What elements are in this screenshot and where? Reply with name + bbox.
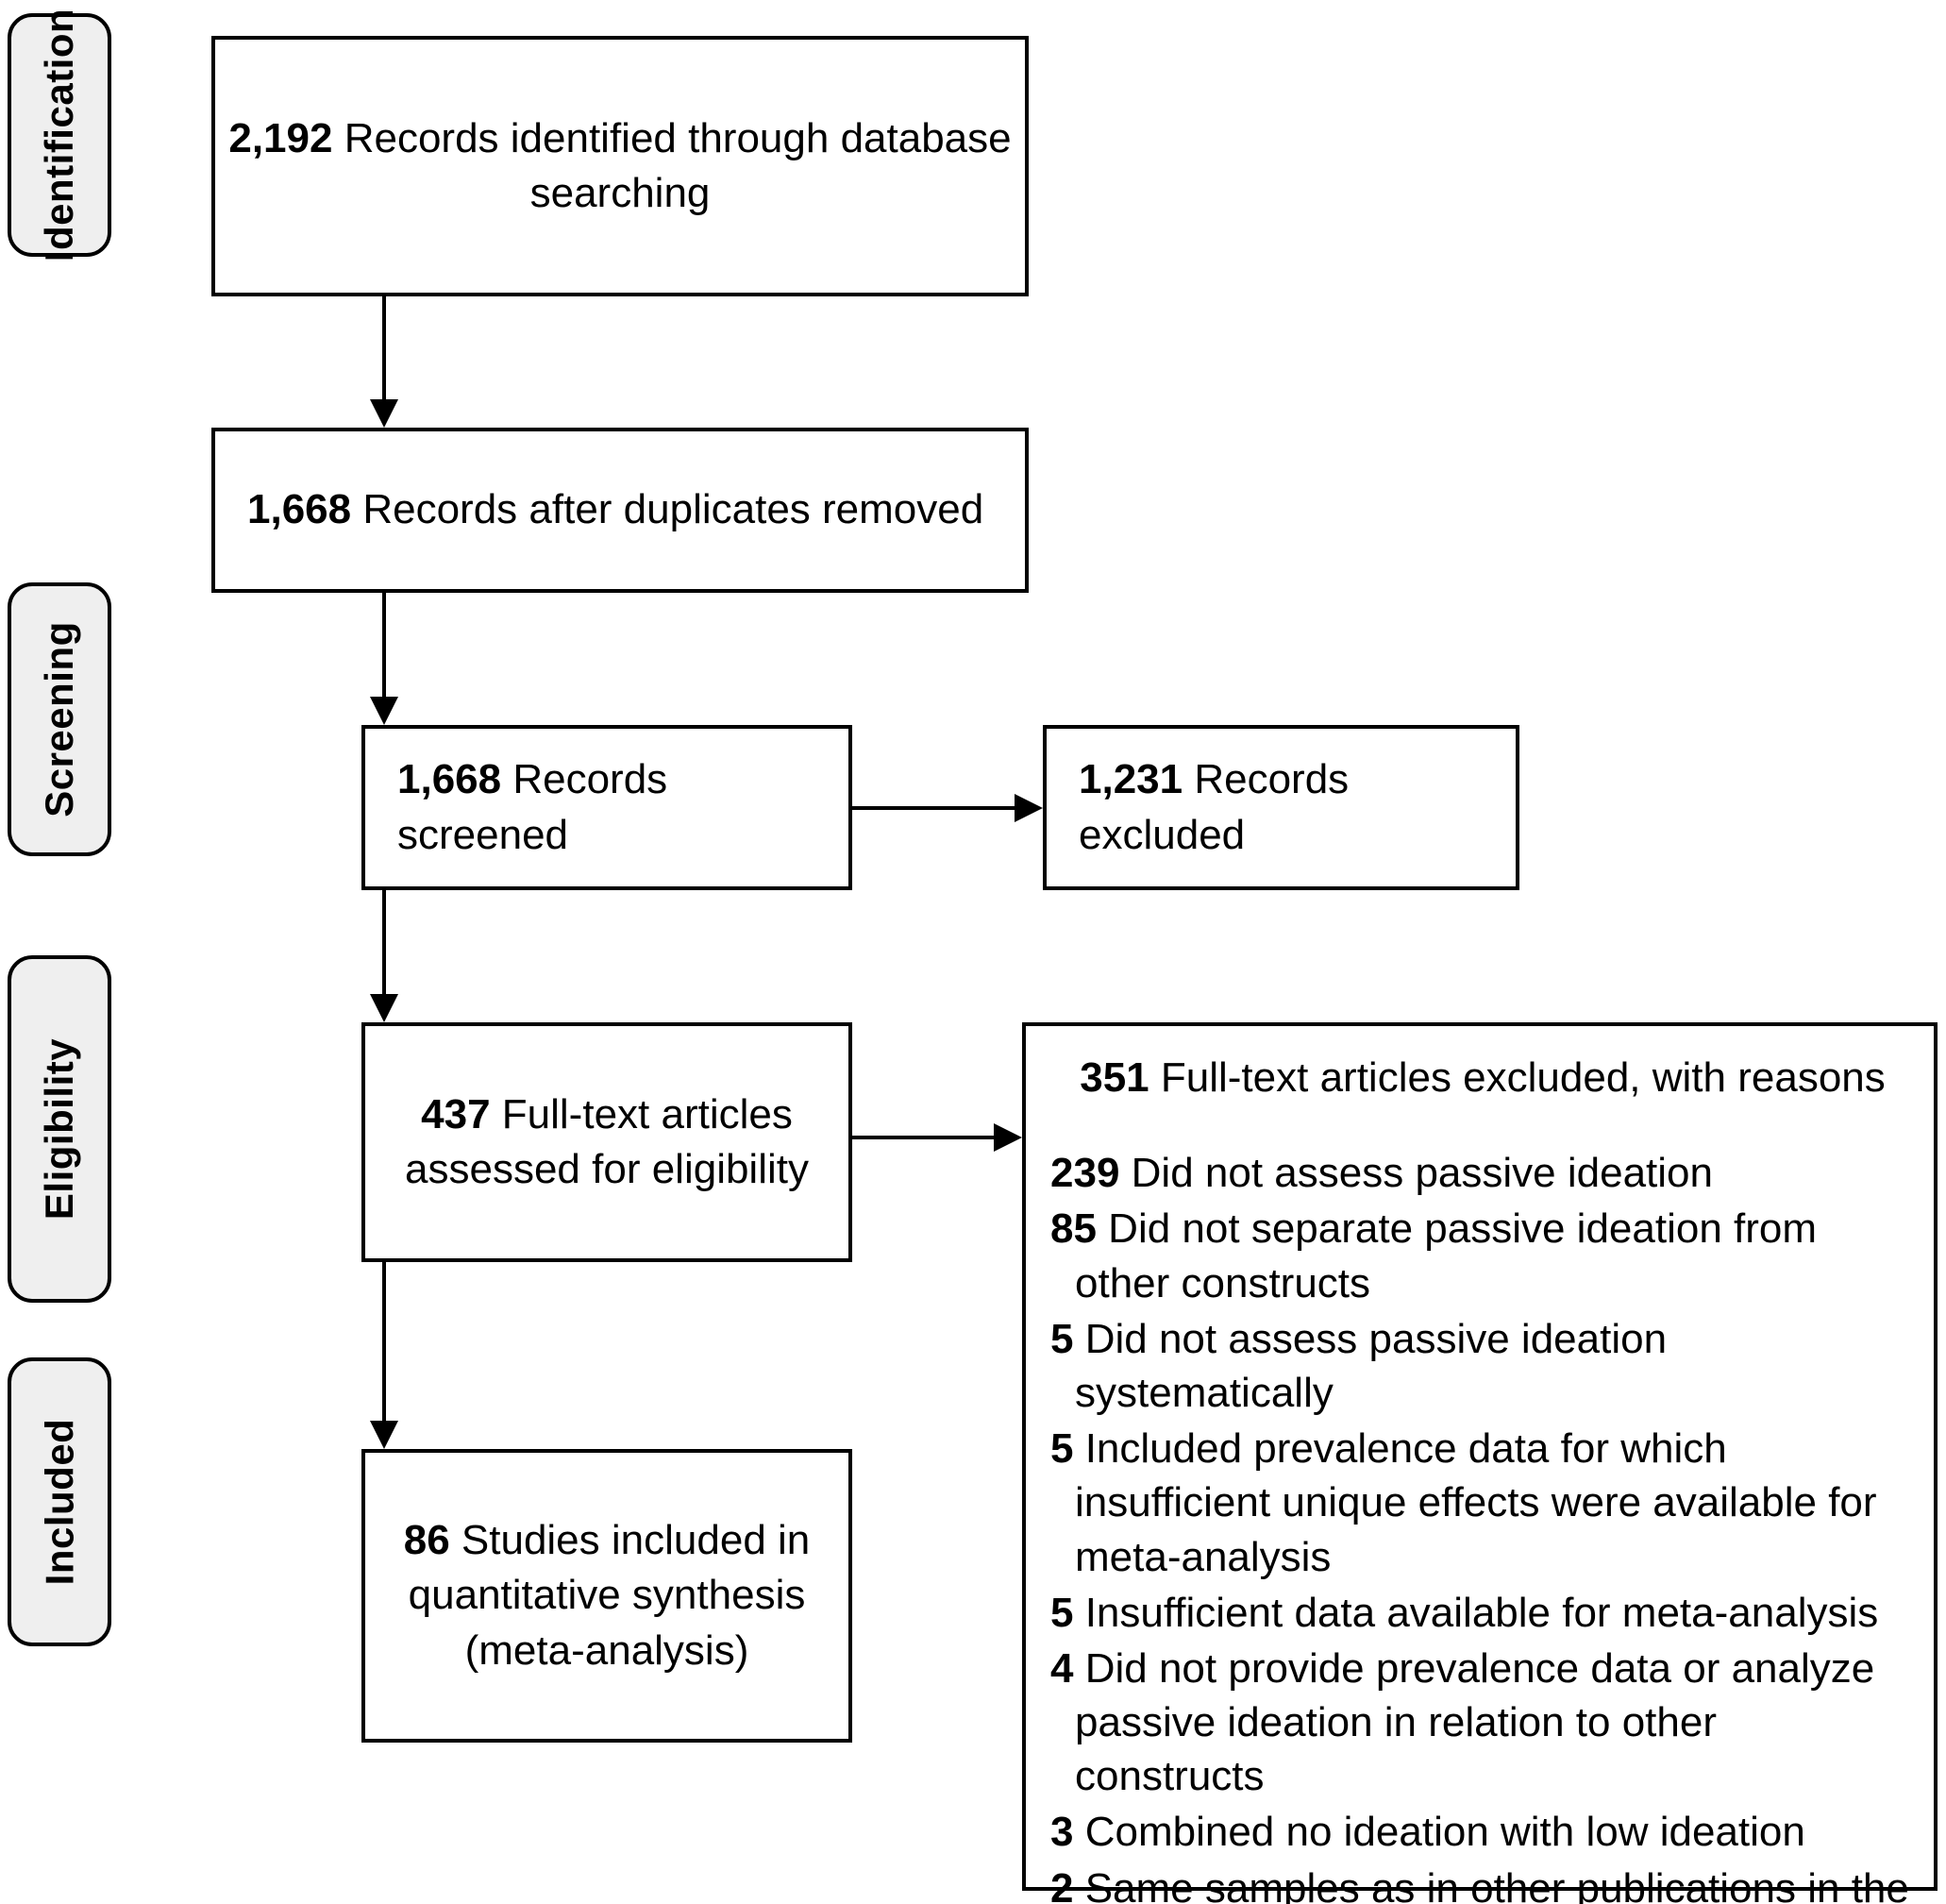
box-records-identified-count: 2,192 bbox=[228, 114, 333, 161]
exclusion-reason-count: 4 bbox=[1050, 1644, 1074, 1692]
exclusion-reason-count: 3 bbox=[1050, 1809, 1074, 1856]
exclusion-reason-item: 5 Insufficient data available for meta-a… bbox=[1050, 1586, 1915, 1640]
box-records-screened-text: 1,668 Records screened bbox=[365, 752, 848, 862]
exclusion-reason-text: Did not assess passive ideation bbox=[1119, 1150, 1713, 1197]
box-studies-included: 86 Studies included in quantitative synt… bbox=[361, 1449, 852, 1743]
box-fulltext-assessed-label: Full-text articles assessed for eligibil… bbox=[405, 1090, 809, 1192]
exclusion-reason-count: 2 bbox=[1050, 1864, 1074, 1904]
exclusion-reason-text: Did not assess passive ideation systemat… bbox=[1073, 1315, 1668, 1416]
box-records-after-duplicates-label: Records after duplicates removed bbox=[351, 486, 984, 533]
box-records-screened-count: 1,668 bbox=[397, 756, 502, 803]
box-records-excluded: 1,231 Records excluded bbox=[1043, 725, 1519, 890]
box-records-after-duplicates-text: 1,668 Records after duplicates removed bbox=[215, 482, 1025, 537]
stage-label-identification-text: Identification bbox=[37, 8, 81, 262]
exclusion-reasons-title: 351 Full-text articles excluded, with re… bbox=[1050, 1051, 1915, 1104]
box-records-identified-label: Records identified through database sear… bbox=[332, 114, 1012, 216]
arrow-identified-to-duplicates bbox=[370, 296, 398, 428]
arrow-fulltext-to-included bbox=[370, 1262, 398, 1449]
stage-label-screening-text: Screening bbox=[37, 621, 82, 817]
exclusion-reason-item: 3 Combined no ideation with low ideation bbox=[1050, 1805, 1915, 1859]
box-records-identified: 2,192 Records identified through databas… bbox=[211, 36, 1029, 296]
exclusion-reason-item: 85 Did not separate passive ideation fro… bbox=[1050, 1202, 1915, 1309]
box-exclusion-reasons: 351 Full-text articles excluded, with re… bbox=[1022, 1022, 1938, 1904]
exclusion-reason-item: 5 Included prevalence data for which ins… bbox=[1050, 1422, 1915, 1584]
exclusion-reason-count: 5 bbox=[1050, 1589, 1074, 1636]
box-records-excluded-count: 1,231 bbox=[1079, 756, 1183, 803]
arrow-duplicates-to-screened bbox=[370, 593, 398, 725]
exclusion-reason-count: 85 bbox=[1050, 1205, 1097, 1253]
arrow-fulltext-to-exclusion-reasons bbox=[852, 1123, 1022, 1152]
box-records-excluded-label: Records excluded bbox=[1079, 756, 1350, 858]
box-records-screened: 1,668 Records screened bbox=[361, 725, 852, 890]
box-records-after-duplicates: 1,668 Records after duplicates removed bbox=[211, 428, 1029, 593]
arrow-screened-to-excluded bbox=[852, 794, 1043, 822]
box-studies-included-text: 86 Studies included in quantitative synt… bbox=[365, 1513, 848, 1677]
box-fulltext-assessed-text: 437 Full-text articles assessed for elig… bbox=[365, 1087, 848, 1197]
box-fulltext-assessed: 437 Full-text articles assessed for elig… bbox=[361, 1022, 852, 1262]
box-studies-included-label: Studies included in quantitative synthes… bbox=[408, 1517, 811, 1674]
exclusion-reason-item: 2 Same samples as in other publications … bbox=[1050, 1862, 1915, 1904]
exclusion-reasons-title-label: Full-text articles excluded, with reason… bbox=[1149, 1054, 1886, 1101]
box-records-identified-text: 2,192 Records identified through databas… bbox=[215, 111, 1025, 221]
arrow-screened-to-fulltext bbox=[370, 890, 398, 1022]
stage-label-identification: Identification bbox=[8, 8, 111, 261]
box-fulltext-assessed-count: 437 bbox=[421, 1090, 491, 1137]
exclusion-reason-text: Insufficient data available for meta-ana… bbox=[1073, 1589, 1879, 1636]
box-records-after-duplicates-count: 1,668 bbox=[247, 486, 352, 533]
stage-label-screening: Screening bbox=[8, 582, 111, 856]
stage-label-eligibility-text: Eligibility bbox=[37, 1037, 81, 1221]
exclusion-reason-item: 239 Did not assess passive ideation bbox=[1050, 1146, 1915, 1200]
box-studies-included-count: 86 bbox=[403, 1517, 450, 1564]
exclusion-reason-text: Included prevalence data for which insuf… bbox=[1073, 1425, 1877, 1580]
box-records-excluded-text: 1,231 Records excluded bbox=[1047, 752, 1516, 862]
stage-label-included-text: Included bbox=[37, 1418, 81, 1586]
exclusion-reason-text: Combined no ideation with low ideation bbox=[1073, 1809, 1805, 1856]
exclusion-reason-count: 239 bbox=[1050, 1150, 1120, 1197]
exclusion-reason-item: 5 Did not assess passive ideation system… bbox=[1050, 1312, 1915, 1420]
stage-label-eligibility: Eligibility bbox=[8, 955, 111, 1303]
exclusion-reason-text: Did not provide prevalence data or analy… bbox=[1073, 1644, 1875, 1800]
exclusion-reason-text: Same samples as in other publications in… bbox=[1084, 1864, 1909, 1904]
exclusion-reasons-title-count: 351 bbox=[1080, 1054, 1149, 1101]
exclusion-reason-count: 5 bbox=[1050, 1315, 1074, 1362]
stage-label-included: Included bbox=[8, 1357, 111, 1646]
exclusion-reason-count: 5 bbox=[1050, 1425, 1074, 1473]
box-records-screened-label: Records screened bbox=[397, 756, 668, 858]
exclusion-reason-item: 4 Did not provide prevalence data or ana… bbox=[1050, 1642, 1915, 1804]
exclusion-reason-text: Did not separate passive ideation from o… bbox=[1075, 1205, 1818, 1306]
